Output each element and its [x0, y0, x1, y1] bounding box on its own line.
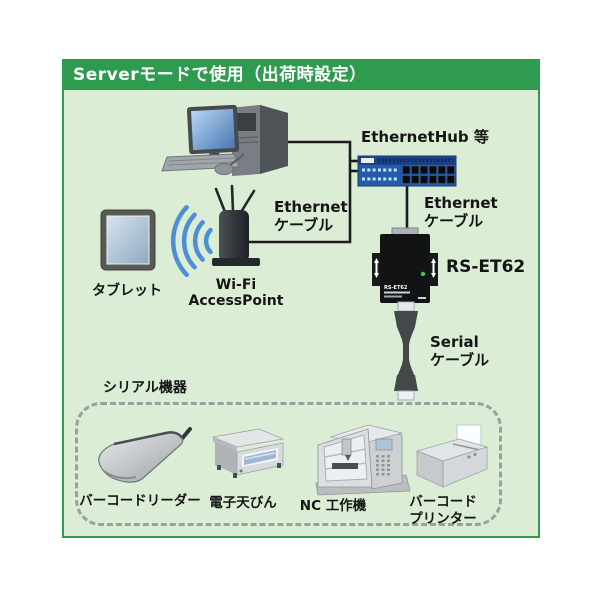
nc-machine-icon [315, 424, 411, 496]
barcode-printer-icon [415, 424, 489, 488]
serial-cable-label: Serial ケーブル [430, 333, 490, 369]
tablet-label: タブレット [92, 283, 162, 299]
serial-devices-group-box [75, 402, 502, 526]
rs-et62-icon: RS-ET62 [372, 227, 438, 307]
barcode-printer-label: バーコード プリンター [409, 494, 477, 527]
barcode-reader-label: バーコードリーダー [79, 493, 201, 509]
tablet-icon [100, 209, 156, 271]
ethernet-cable-label-left: Ethernet ケーブル [274, 198, 348, 234]
title-text: Serverモードで使用（出荷時設定） [73, 65, 367, 85]
wifi-access-point-label: Wi-Fi AccessPoint [188, 277, 284, 309]
serial-cable-icon [394, 301, 418, 401]
barcode-reader-icon [98, 427, 192, 483]
desktop-computer-icon [161, 104, 288, 176]
ethernet-cable-label-right: Ethernet ケーブル [424, 194, 498, 230]
rs-et62-label: RS-ET62 [446, 257, 526, 277]
serial-devices-group-label: シリアル機器 [103, 380, 187, 396]
ethernet-hub-label: EthernetHub 等 [361, 128, 489, 146]
cable-computer-and-ap-trunk [249, 140, 352, 244]
rs-et62-face-text: RS-ET62 [384, 285, 408, 291]
wifi-waves-icon [171, 204, 213, 278]
title-bar: Serverモードで使用（出荷時設定） [64, 61, 538, 90]
electronic-balance-icon [211, 428, 285, 478]
electronic-balance-label: 電子天びん [209, 495, 277, 511]
wifi-access-point-icon [212, 184, 260, 266]
nc-machine-label: NC 工作機 [299, 498, 367, 514]
ethernet-hub-icon [357, 155, 457, 187]
